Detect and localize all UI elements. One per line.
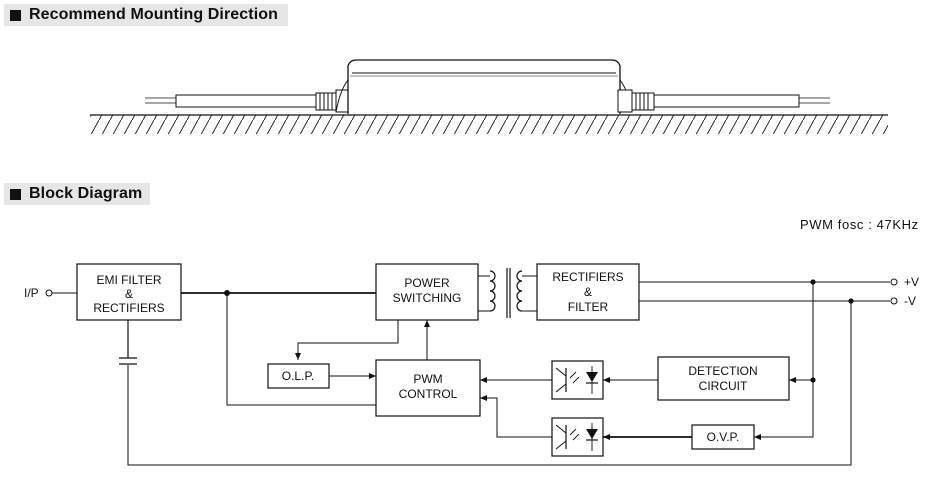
transformer-icon: [489, 268, 523, 318]
block-diagram-wiring: [45, 268, 898, 466]
vplus-terminal: [890, 278, 898, 286]
svg-text:EMI FILTER: EMI FILTER: [96, 273, 161, 287]
mounting-section-header: Recommend Mounting Direction: [4, 4, 288, 26]
svg-text:&: &: [584, 285, 592, 299]
input-terminal: [45, 289, 53, 297]
svg-text:CIRCUIT: CIRCUIT: [699, 379, 748, 393]
mounting-section-title: Recommend Mounting Direction: [29, 6, 279, 23]
ovp-block: O.V.P.: [691, 424, 755, 450]
svg-text:O.L.P.: O.L.P.: [282, 369, 314, 383]
vminus-label: -V: [904, 294, 916, 308]
svg-text:O.V.P.: O.V.P.: [707, 430, 740, 444]
detection-circuit-block: DETECTION CIRCUIT: [657, 356, 790, 401]
block-diagram-section-title: Block Diagram: [29, 185, 143, 202]
optocoupler-icon: [551, 360, 604, 400]
svg-text:RECTIFIERS: RECTIFIERS: [552, 270, 623, 284]
pwm-frequency-note: PWM fosc : 47KHz: [800, 217, 919, 232]
power-supply-housing: [335, 59, 633, 114]
right-cable: [617, 89, 830, 113]
vplus-label: +V: [904, 275, 919, 289]
olp-block: O.L.P.: [267, 363, 330, 389]
svg-text:FILTER: FILTER: [568, 300, 609, 314]
left-cable: [145, 89, 351, 113]
svg-text:POWER: POWER: [404, 276, 450, 290]
rectifiers-filter-block: RECTIFIERS & FILTER: [536, 263, 640, 321]
block-diagram-section-header: Block Diagram: [4, 183, 150, 205]
svg-text:DETECTION: DETECTION: [688, 364, 757, 378]
pwm-control-block: PWM CONTROL: [375, 359, 481, 417]
svg-text:CONTROL: CONTROL: [399, 387, 458, 401]
header-square-icon: [10, 9, 21, 21]
svg-text:PWM: PWM: [413, 372, 442, 386]
ground-hatching: [90, 115, 888, 134]
power-switching-block: POWER SWITCHING: [375, 263, 479, 321]
capacitor-icon: [119, 320, 137, 365]
mounting-illustration: [90, 59, 888, 134]
input-label: I/P: [24, 286, 39, 300]
svg-text:&: &: [125, 287, 133, 301]
vminus-terminal: [890, 297, 898, 305]
optocoupler-icon: [551, 417, 604, 457]
svg-text:SWITCHING: SWITCHING: [393, 291, 462, 305]
header-square-icon: [10, 188, 21, 200]
emi-filter-block: EMI FILTER & RECTIFIERS: [76, 263, 182, 321]
svg-text:RECTIFIERS: RECTIFIERS: [93, 301, 164, 315]
